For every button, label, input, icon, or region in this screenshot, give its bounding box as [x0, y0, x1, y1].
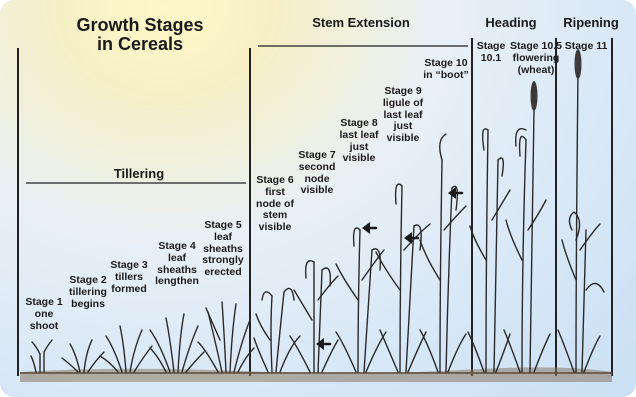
plant-stage-6 [254, 288, 300, 372]
label-stage-5: Stage 5 leaf sheaths strongly erected [196, 220, 250, 279]
stage-10-5-desc-2: (wheat) [506, 65, 566, 77]
stage-3-desc-1: tillers [104, 272, 154, 284]
arrow-stage-9 [448, 187, 462, 199]
arrow-stage-6 [316, 338, 330, 350]
stage-6-desc-1: first [252, 187, 298, 199]
stage-9-desc-4: visible [378, 133, 428, 145]
stage-1-desc-2: shoot [22, 321, 66, 333]
plant-stage-5 [198, 302, 254, 372]
plant-stage-11 [558, 70, 604, 372]
header-stem-extension: Stem Extension [296, 15, 426, 30]
stage-11-name: Stage 11 [560, 41, 612, 53]
stage-5-desc-4: erected [196, 267, 250, 279]
soil-strip [20, 367, 612, 382]
plant-stage-7 [290, 261, 338, 372]
plant-stage-3 [100, 326, 152, 372]
plant-stage-4 [150, 314, 204, 372]
label-stage-3: Stage 3 tillers formed [104, 260, 154, 295]
stage-8-desc-3: visible [334, 153, 384, 165]
stage-1-name: Stage 1 [22, 297, 66, 309]
label-stage-1: Stage 1 one shoot [22, 297, 66, 332]
title-line-1: Growth Stages [60, 16, 220, 35]
label-stage-8: Stage 8 last leaf just visible [334, 118, 384, 165]
label-stage-9: Stage 9 ligule of last leaf just visible [378, 86, 428, 145]
stage-2-desc-2: begins [62, 299, 114, 311]
stage-1-desc-1: one [22, 309, 66, 321]
plant-stage-9 [376, 184, 430, 372]
label-stage-6: Stage 6 first node of stem visible [252, 175, 298, 234]
label-stage-10: Stage 10 in “boot” [420, 58, 472, 82]
label-stage-10-1: Stage 10.1 [474, 41, 508, 65]
stage-6-desc-4: visible [252, 222, 298, 234]
stage-8-name: Stage 8 [334, 118, 384, 130]
plant-stage-2 [62, 340, 104, 372]
arrow-stage-8 [404, 232, 418, 244]
stage-10-desc-1: in “boot” [420, 70, 472, 82]
stage-3-name: Stage 3 [104, 260, 154, 272]
stage-10-1-name: Stage [474, 41, 508, 53]
plant-stage-10-5 [504, 110, 550, 372]
plant-stage-1 [31, 340, 52, 372]
stage-8-desc-1: last leaf [334, 130, 384, 142]
plant-stage-10 [420, 134, 466, 372]
stage-3-desc-2: formed [104, 284, 154, 296]
stage-10-5-desc-1: flowering [506, 53, 566, 65]
label-stage-10-5: Stage 10.5 flowering (wheat) [506, 41, 566, 76]
title-line-2: in Cereals [60, 35, 220, 54]
label-stage-11: Stage 11 [560, 41, 612, 53]
stage-6-name: Stage 6 [252, 175, 298, 187]
stage-10-1-number: 10.1 [474, 53, 508, 65]
stage-5-name: Stage 5 [196, 220, 250, 232]
plant-stage-8 [336, 228, 386, 372]
wheat-ear-10-5 [531, 81, 538, 111]
arrow-stage-7 [362, 222, 376, 234]
stage-10-5-name: Stage 10.5 [506, 41, 566, 53]
stage-9-desc-1: ligule of [378, 98, 428, 110]
ripe-ear-11 [575, 49, 582, 79]
header-tillering: Tillering [104, 166, 174, 181]
diagram-title: Growth Stages in Cereals [60, 16, 220, 55]
stage-10-name: Stage 10 [420, 58, 472, 70]
plant-stage-10-1 [468, 129, 510, 372]
stage-9-name: Stage 9 [378, 86, 428, 98]
stage-7-desc-3: visible [294, 185, 340, 197]
header-ripening: Ripening [554, 15, 628, 30]
header-heading: Heading [478, 15, 544, 30]
stage-5-desc-1: leaf [196, 232, 250, 244]
